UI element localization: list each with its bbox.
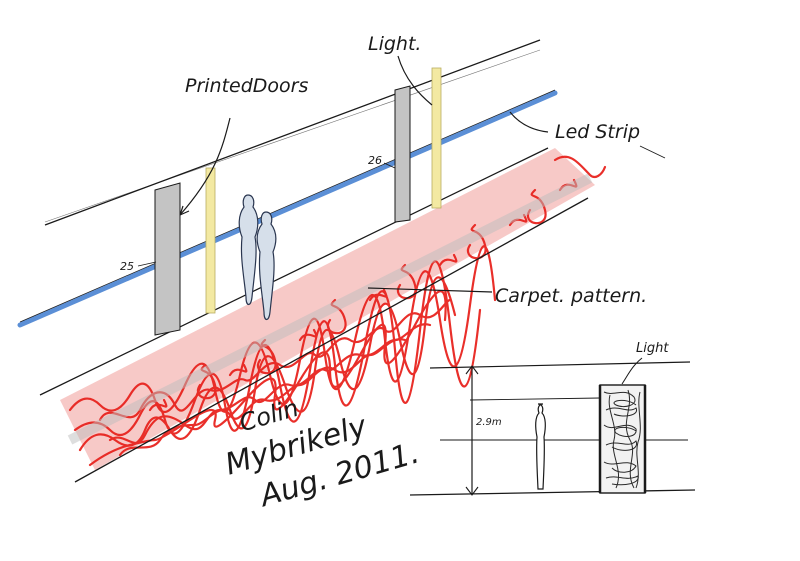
elevation-ceiling <box>429 361 691 369</box>
elevation-floor <box>409 489 696 496</box>
ceiling-line-1 <box>44 39 541 226</box>
label-led-strip: Led Strip <box>555 121 640 143</box>
label-height-dimension: 2.9m <box>476 417 502 428</box>
leader-elevation-light <box>621 357 643 385</box>
corridor-perspective: 25 26 PrintedDoors Light. Led Strip Carp… <box>17 33 666 483</box>
leader-carpet-pattern <box>367 287 493 293</box>
elevation-sketch <box>409 361 696 496</box>
door-number-26: 26 <box>368 154 382 167</box>
printed-door-panel <box>599 384 646 494</box>
ceiling-line-2 <box>44 49 541 223</box>
panel-scribble <box>603 389 641 489</box>
floor-back-edge <box>39 147 549 396</box>
leader-led-strip <box>509 111 549 133</box>
printed-door-26 <box>394 67 442 223</box>
elevation-figure <box>535 403 546 490</box>
label-printed-doors: PrintedDoors <box>185 75 308 97</box>
carpet-shadow <box>67 173 593 445</box>
label-elevation-light: Light <box>636 341 669 356</box>
elevation-upper-rail <box>469 397 601 401</box>
printed-door-25 <box>154 167 216 336</box>
label-carpet-pattern: Carpet. pattern. <box>495 285 647 307</box>
label-light-top: Light. <box>368 33 421 55</box>
floor-front-edge <box>74 197 589 483</box>
door-number-25: 25 <box>120 260 134 273</box>
leader-printed-doors <box>179 117 231 216</box>
human-figures <box>238 194 277 321</box>
led-strip <box>17 90 558 328</box>
leader-light-top <box>397 55 433 106</box>
